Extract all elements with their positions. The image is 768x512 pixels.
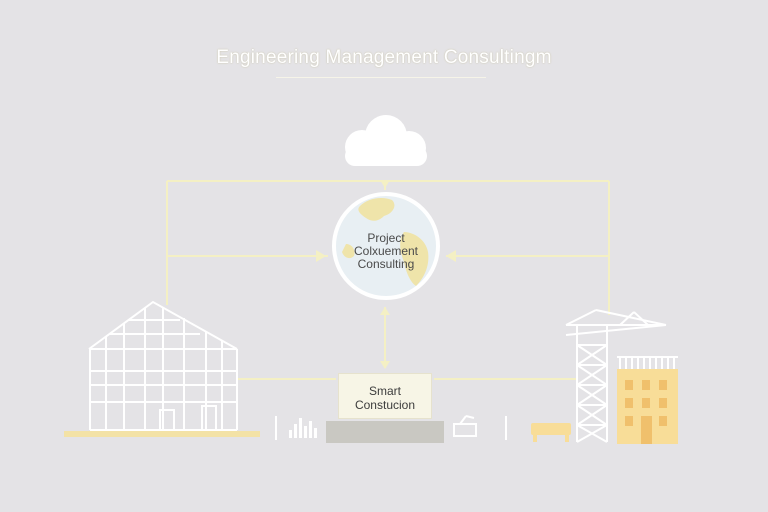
smart-construction-box: Smart Constucion (338, 373, 432, 419)
hub-label: Project Colxuement Consulting (336, 232, 436, 271)
arrowheads (316, 180, 456, 369)
cloud-icon (345, 115, 427, 166)
apartment-building-icon (617, 356, 678, 444)
hub-label-line-3: Consulting (357, 257, 415, 271)
arrow-left-right (316, 250, 326, 262)
title-divider (276, 77, 486, 78)
bench-icon (531, 423, 571, 442)
smart-box-line-2: Constucion (354, 398, 416, 412)
machine-icon (453, 415, 477, 437)
arrow-down (380, 361, 390, 369)
hub-label-line-2: Colxuement (353, 244, 419, 258)
crane-icon (565, 309, 667, 443)
smart-box-base (326, 421, 444, 443)
arrow-top-down (380, 180, 390, 188)
left-base-strip (64, 431, 260, 437)
arrow-up (380, 307, 390, 315)
house-frame-icon (88, 300, 238, 431)
arrow-right-left (446, 250, 456, 262)
globe-icon (332, 192, 440, 300)
bar-sparkline-icon (289, 418, 317, 438)
smart-box-line-1: Smart (368, 384, 401, 398)
hub-label-line-1: Project (367, 231, 405, 245)
page-title: Engineering Management Consultingm (216, 47, 552, 68)
